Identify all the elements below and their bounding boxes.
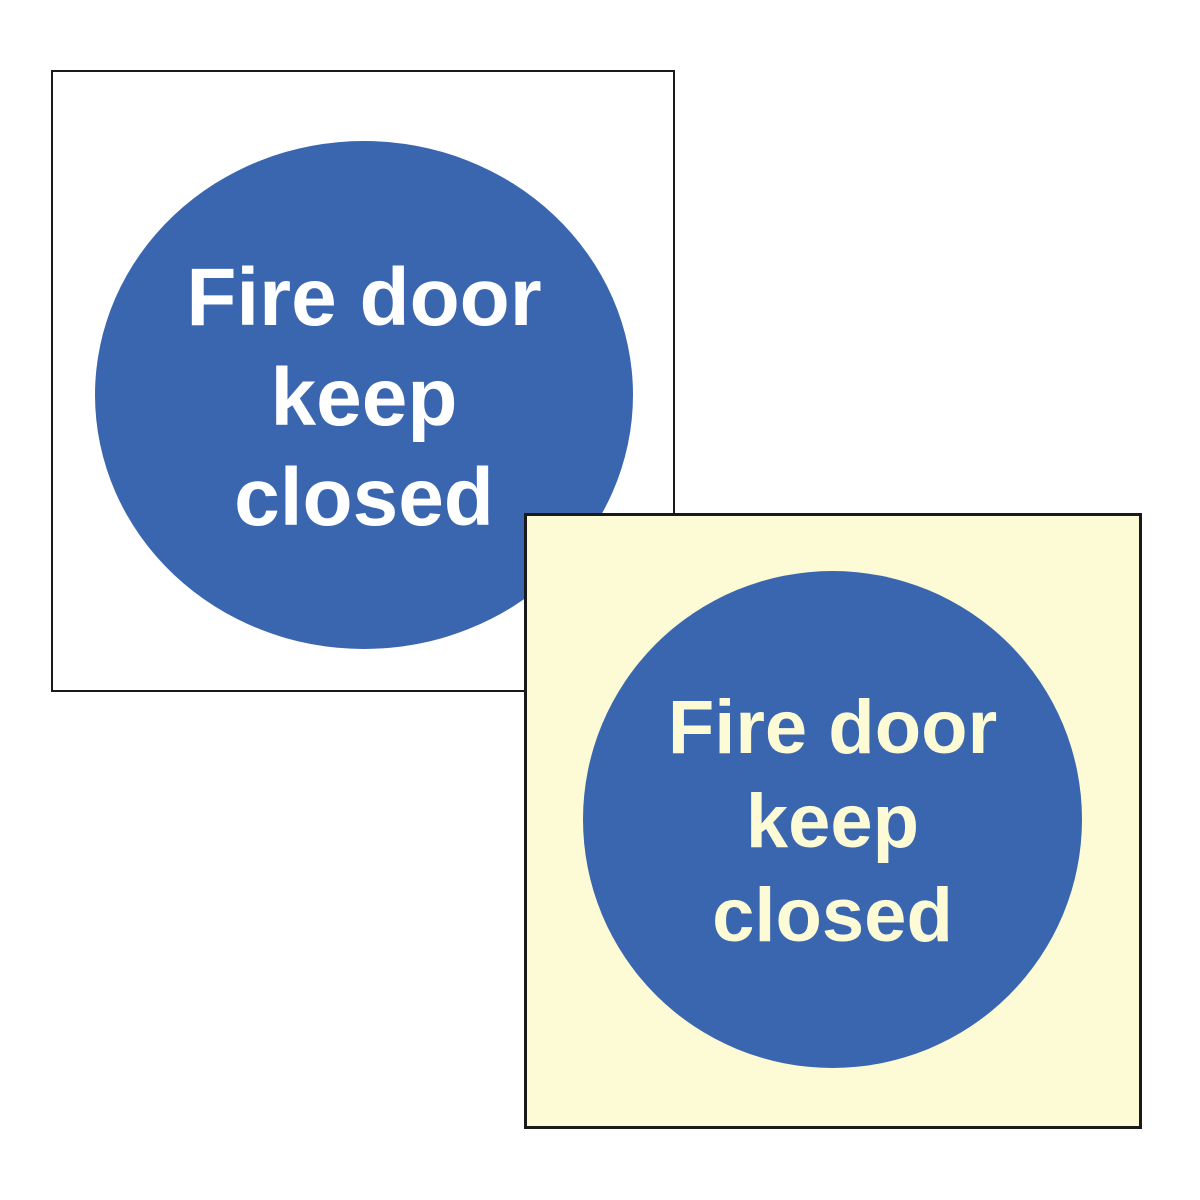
sign-text-line-1: Fire door <box>186 252 542 343</box>
mandatory-blue-disc: Fire door keep closed <box>583 571 1082 1068</box>
sign-text-line-2: keep <box>270 352 458 443</box>
sign-text-line-3: closed <box>712 872 953 958</box>
sign-text-line-1: Fire door <box>667 684 998 770</box>
fire-door-sign-photoluminescent: Fire door keep closed <box>524 513 1142 1129</box>
sign-text-line-2: keep <box>745 778 920 864</box>
sign-text-line-3: closed <box>234 452 494 543</box>
mandatory-blue-disc: Fire door keep closed <box>95 141 633 649</box>
fire-door-sign-white: Fire door keep closed <box>51 70 675 692</box>
